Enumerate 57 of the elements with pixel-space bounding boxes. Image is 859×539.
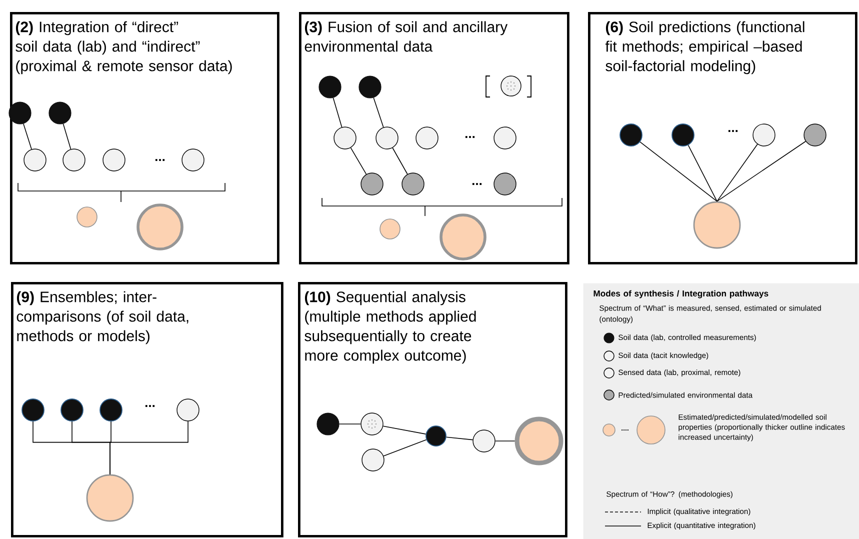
circle [440, 214, 486, 260]
circle [514, 416, 564, 466]
connector-line [688, 144, 718, 202]
circle [500, 76, 522, 96]
circle [8, 102, 32, 124]
connector-line [640, 142, 718, 202]
circle [86, 474, 134, 522]
connector-line [392, 147, 408, 175]
circle [76, 206, 98, 228]
circle [48, 102, 72, 124]
connector-line [350, 147, 367, 175]
circle [318, 76, 342, 98]
circle [426, 426, 446, 446]
circle [804, 124, 826, 146]
circle [494, 126, 516, 150]
circle [494, 172, 516, 196]
circle [60, 398, 84, 422]
circle [376, 126, 398, 150]
circle [24, 148, 46, 172]
circle [360, 412, 384, 436]
circle [672, 124, 694, 146]
connector-line [494, 440, 516, 442]
connector-line [716, 140, 806, 202]
connector-line [446, 436, 474, 440]
circle [360, 172, 384, 196]
circle [472, 430, 496, 452]
circle [334, 126, 356, 150]
connector-line [332, 97, 342, 128]
connector-line [110, 420, 188, 475]
panel-box: (10) Sequential analysis (multiple methods applied subsequentially to create more complex outcome) [298, 282, 568, 538]
circle [752, 124, 776, 146]
circle [620, 124, 642, 146]
circle [22, 398, 44, 422]
circle [362, 448, 384, 472]
connector-line [382, 426, 426, 434]
ellipsis: ... [155, 159, 165, 161]
circle [402, 172, 424, 196]
connector-line [383, 439, 427, 456]
circle [102, 148, 126, 172]
circle [100, 398, 122, 422]
circle [182, 148, 204, 172]
circle [62, 148, 86, 172]
connector-line [62, 123, 72, 150]
circle [380, 218, 400, 240]
connector-line [23, 123, 32, 150]
circle [136, 204, 184, 250]
circle [358, 76, 382, 98]
circle [176, 398, 200, 422]
circle [693, 201, 741, 249]
connector-line [716, 144, 758, 202]
circle [416, 126, 438, 150]
ellipsis: ... [465, 136, 475, 138]
circle [316, 412, 340, 436]
ellipsis: ... [728, 130, 738, 132]
ellipsis: ... [472, 183, 482, 185]
ellipsis: ... [145, 405, 155, 407]
connector-line [373, 97, 384, 128]
